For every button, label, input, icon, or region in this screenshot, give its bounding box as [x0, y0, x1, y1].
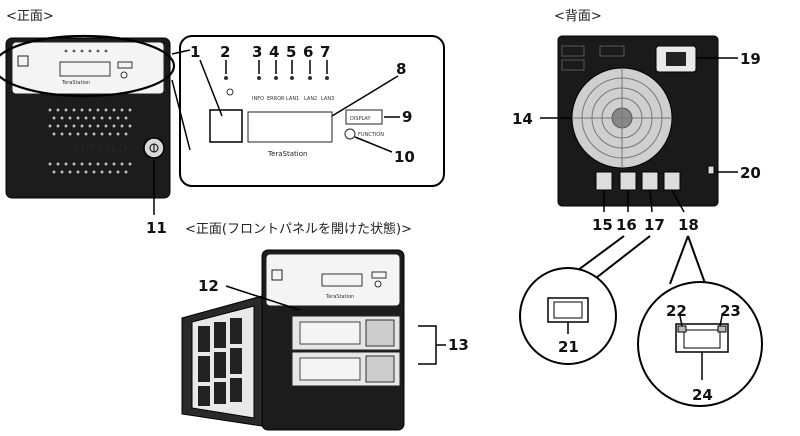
heading-back: <背面>	[554, 9, 602, 24]
callout-7: 7	[320, 43, 330, 61]
power-button	[17, 55, 29, 67]
callout-16: 16	[616, 216, 637, 234]
callout-15: 15	[592, 216, 613, 234]
callout-10: 10	[394, 148, 415, 166]
callout-12: 12	[198, 277, 219, 295]
zoom-function-button	[344, 128, 356, 140]
lan-port-2	[641, 171, 659, 191]
callout-14: 14	[512, 110, 533, 128]
callout-24: 24	[692, 386, 713, 404]
lan-port-1	[619, 171, 637, 191]
front-brand: TeraStation	[61, 80, 90, 86]
front-display	[59, 61, 111, 77]
callout-21: 21	[558, 338, 579, 356]
front-unit: TeraStation BUFFALO	[0, 34, 176, 199]
function-label: FUNCTION	[358, 132, 384, 138]
display-button	[117, 61, 133, 69]
display-label: DISPLAY	[350, 116, 371, 122]
callout-3: 3	[252, 43, 262, 61]
callout-23: 23	[720, 302, 741, 320]
callout-11: 11	[146, 219, 167, 237]
led-label-lan1: LAN1	[286, 96, 299, 102]
callout-9: 9	[402, 108, 412, 126]
led-label-error: ERROR	[267, 96, 285, 102]
led-label-lan3: LAN3	[321, 96, 334, 102]
usb-port	[595, 171, 613, 191]
lan-port-3	[663, 171, 681, 191]
led-label-info: INFO	[252, 96, 264, 102]
callout-4: 4	[269, 43, 279, 61]
callout-1: 1	[190, 43, 200, 61]
back-unit	[557, 35, 719, 207]
led-label-lan2: LAN2	[304, 96, 317, 102]
security-slot	[707, 165, 715, 175]
front-logo: BUFFALO	[72, 142, 127, 155]
zoom-display-button	[345, 109, 383, 125]
heading-front-open: <正面(フロントパネルを開けた状態)>	[185, 221, 412, 237]
callout-8: 8	[396, 60, 406, 78]
callout-18: 18	[678, 216, 699, 234]
power-icon	[226, 88, 234, 96]
zoom-power-button	[209, 109, 243, 143]
callout-20: 20	[740, 164, 761, 182]
zoom-brand: TeraStation	[267, 150, 307, 158]
zoom-display	[247, 111, 333, 143]
callout-2: 2	[220, 43, 230, 61]
callout-5: 5	[286, 43, 296, 61]
callout-19: 19	[740, 50, 761, 68]
callout-22: 22	[666, 302, 687, 320]
callout-13: 13	[448, 336, 469, 354]
callout-6: 6	[303, 43, 313, 61]
callout-17: 17	[644, 216, 665, 234]
front-open-unit: TeraStation	[181, 249, 405, 431]
open-brand: TeraStation	[325, 294, 354, 300]
heading-front: <正面>	[6, 9, 54, 24]
highlight-ellipse	[0, 34, 176, 98]
function-button	[120, 71, 128, 79]
